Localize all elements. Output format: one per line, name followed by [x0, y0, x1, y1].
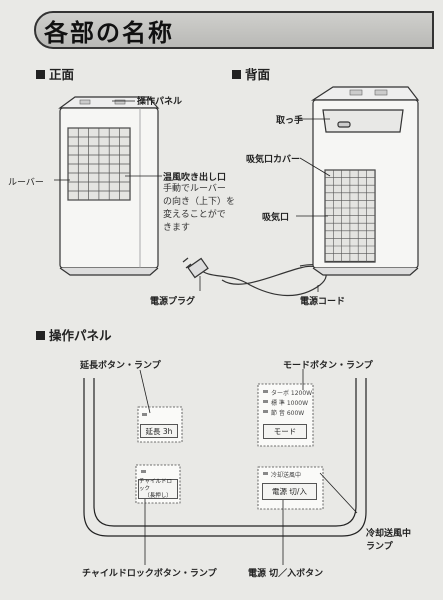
- label-child-lock: チャイルドロックボタン・ランプ: [82, 569, 217, 579]
- back-heater-illustration: [310, 86, 420, 276]
- label-plug: 電源プラグ: [150, 297, 196, 307]
- label-intake: 吸気口: [262, 213, 290, 223]
- section-front: 正面: [36, 64, 74, 83]
- panel-lamps: [141, 390, 268, 475]
- child-lock-button[interactable]: チャイルドロック （長押し）: [138, 479, 178, 499]
- front-leaders: [54, 100, 162, 181]
- outlet-note: 手動でルーバー の向き（上下）を 変えることがで きます: [163, 184, 236, 233]
- mode-standard-text: 標 準 1000W: [271, 400, 309, 407]
- label-power: 電源 切／入ボタン: [248, 569, 324, 579]
- cooling-lamp-text: 冷却送風中: [271, 472, 302, 479]
- back-leaders: [296, 118, 331, 217]
- label-outlet: 温風吹き出し口: [163, 173, 227, 183]
- page-title: 各部の名称: [44, 19, 174, 47]
- mode-eco-text: 節 音 600W: [271, 410, 305, 417]
- power-button[interactable]: 電源 切/入: [262, 483, 317, 500]
- extend-button[interactable]: 延長 3h: [140, 424, 178, 438]
- label-handle: 取っ手: [276, 116, 304, 126]
- label-operation-panel: 操作パネル: [137, 97, 183, 107]
- title-bar: [34, 11, 434, 49]
- label-louver: ルーバー: [8, 178, 44, 188]
- power-cord-illustration: [182, 257, 331, 297]
- section-panel: 操作パネル: [36, 325, 112, 344]
- mode-turbo-text: ターボ 1200W: [271, 390, 313, 397]
- panel-outline: [83, 378, 367, 537]
- section-back: 背面: [232, 64, 270, 83]
- label-mode: モードボタン・ランプ: [283, 361, 373, 371]
- panel-leaders: [139, 369, 358, 565]
- front-grille: [67, 127, 131, 201]
- label-extend: 延長ボタン・ランプ: [80, 361, 161, 371]
- label-intake-cover: 吸気口カバー: [246, 155, 301, 165]
- mode-button[interactable]: モード: [263, 424, 307, 439]
- label-cord: 電源コード: [300, 297, 346, 307]
- label-cooling: 冷却送風中 ランプ: [366, 529, 412, 552]
